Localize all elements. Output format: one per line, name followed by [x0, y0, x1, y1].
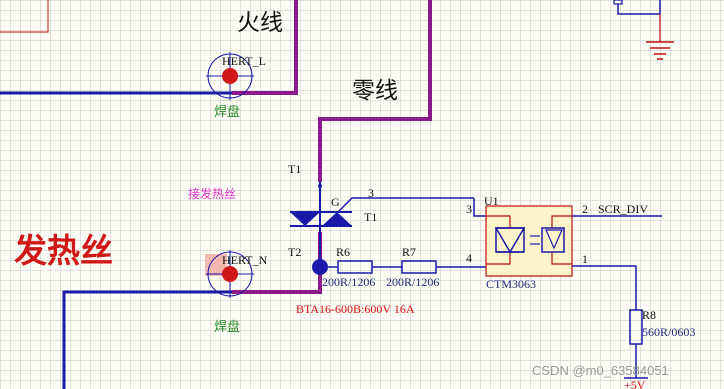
r8-label: R8: [642, 308, 656, 322]
optocoupler-u1: [485, 205, 573, 277]
r7-label: R7: [402, 245, 416, 259]
pin2-label: 2: [582, 202, 588, 216]
pad-label-bottom: 焊盘: [214, 319, 240, 335]
live-wire-trace: [232, 0, 298, 95]
pin1-wire: [572, 265, 637, 310]
u1-label: U1: [484, 194, 499, 208]
r8-value: 560R/0603: [642, 325, 695, 339]
opto-part-label: CTM3063: [486, 277, 536, 291]
junction-dot: [312, 259, 328, 275]
t2-label: T2: [288, 245, 301, 259]
triac-t1-label: T1: [364, 210, 377, 224]
heating-wire-title: 发热丝: [14, 231, 113, 270]
heater-wire-bottom: [62, 290, 232, 389]
hert-n-label: HERT_N: [222, 253, 268, 267]
pad-label-top: 焊盘: [214, 104, 240, 120]
pin1-label: 1: [582, 252, 588, 266]
gate-g-label: G: [331, 195, 340, 209]
hert-l-label: HERT_L: [222, 54, 266, 68]
r6-value: 200R/1206: [322, 275, 375, 289]
resistor-r6: [337, 260, 373, 274]
triac-part-label: BTA16-600B:600V 16A: [296, 302, 415, 316]
supply-label: +5V: [624, 378, 646, 389]
partial-border: [0, 0, 49, 33]
t1-top-label: T1: [288, 162, 301, 176]
live-wire-label: 火线: [237, 10, 283, 36]
ground-symbol: [613, 0, 674, 60]
gate-wire: [473, 198, 486, 217]
u1-pin3-label: 3: [466, 202, 472, 216]
u1-pin4-label: 4: [466, 251, 472, 265]
watermark: CSDN @m0_63584051: [532, 363, 669, 378]
connect-heating-note: 接发热丝: [188, 186, 236, 201]
r7-value: 200R/1206: [386, 275, 439, 289]
pad-hert-l: [206, 52, 254, 100]
r6-label: R6: [336, 245, 350, 259]
neutral-wire-trace: [318, 0, 432, 182]
resistor-r8: [629, 309, 643, 345]
gate-pin-label: 3: [368, 186, 374, 200]
resistor-r7: [401, 260, 437, 274]
scr-div-label: SCR_DIV: [598, 202, 648, 216]
neutral-wire-label: 零线: [352, 78, 398, 104]
triac-symbol: [290, 182, 474, 265]
pad-hert-n: [205, 250, 254, 298]
